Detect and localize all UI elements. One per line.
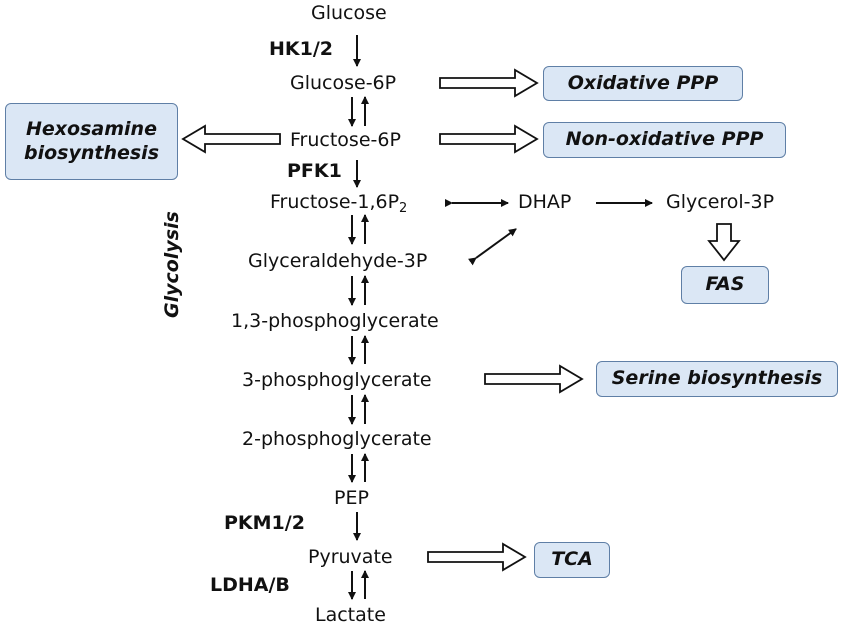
fas-label: FAS xyxy=(705,273,745,296)
metabolite-1-3-phosphoglycerate: 1,3-phosphoglycerate xyxy=(231,310,439,332)
metabolite-glucose: Glucose xyxy=(311,2,387,24)
enzyme-pfk: PFK1 xyxy=(287,160,342,182)
oxidative-ppp-label: Oxidative PPP xyxy=(567,71,719,94)
hollow-arrow-non-oxidative-ppp xyxy=(439,124,539,154)
tca-label: TCA xyxy=(551,548,593,571)
hollow-arrow-fas xyxy=(707,223,741,262)
glycolysis-label: Glycolysis xyxy=(161,211,183,318)
metabolite-3-phosphoglycerate: 3-phosphoglycerate xyxy=(242,369,432,391)
box-oxidative-ppp: Oxidative PPP xyxy=(543,66,743,101)
metabolite-pyruvate: Pyruvate xyxy=(308,546,393,568)
metabolite-glycerol-3p: Glycerol-3P xyxy=(666,191,775,213)
arrow-gap-dhap xyxy=(467,228,517,266)
fructose-16p-text: Fructose-1,6P xyxy=(270,191,400,213)
metabolite-dhap: DHAP xyxy=(518,191,572,213)
hollow-arrow-hexosamine xyxy=(181,124,281,154)
enzyme-pkm: PKM1/2 xyxy=(224,512,305,534)
metabolite-glyceraldehyde-3p: Glyceraldehyde-3P xyxy=(248,250,428,272)
enzyme-hk: HK1/2 xyxy=(269,38,334,60)
metabolite-lactate: Lactate xyxy=(315,604,386,626)
fructose-16p-subscript: 2 xyxy=(399,201,408,216)
hexosamine-label-line1: Hexosamine xyxy=(26,117,157,140)
serine-biosynthesis-label: Serine biosynthesis xyxy=(611,367,823,390)
enzyme-ldha: LDHA/B xyxy=(210,574,290,596)
box-tca: TCA xyxy=(534,542,610,578)
metabolite-fructose-16p2: Fructose-1,6P2 xyxy=(270,191,408,216)
metabolite-pep: PEP xyxy=(334,487,369,509)
box-hexosamine-biosynthesis: Hexosamine biosynthesis xyxy=(5,103,178,180)
hexosamine-label-line2: biosynthesis xyxy=(23,141,159,164)
non-oxidative-ppp-label: Non-oxidative PPP xyxy=(565,128,764,151)
hollow-arrow-oxidative-ppp xyxy=(439,68,539,98)
hollow-arrow-serine xyxy=(484,364,584,394)
hollow-arrow-tca xyxy=(427,542,527,572)
metabolite-glucose-6p: Glucose-6P xyxy=(290,72,397,94)
box-non-oxidative-ppp: Non-oxidative PPP xyxy=(543,122,786,158)
box-fas: FAS xyxy=(681,266,769,304)
metabolite-2-phosphoglycerate: 2-phosphoglycerate xyxy=(242,428,432,450)
box-serine-biosynthesis: Serine biosynthesis xyxy=(596,361,838,397)
metabolite-fructose-6p: Fructose-6P xyxy=(290,129,401,151)
